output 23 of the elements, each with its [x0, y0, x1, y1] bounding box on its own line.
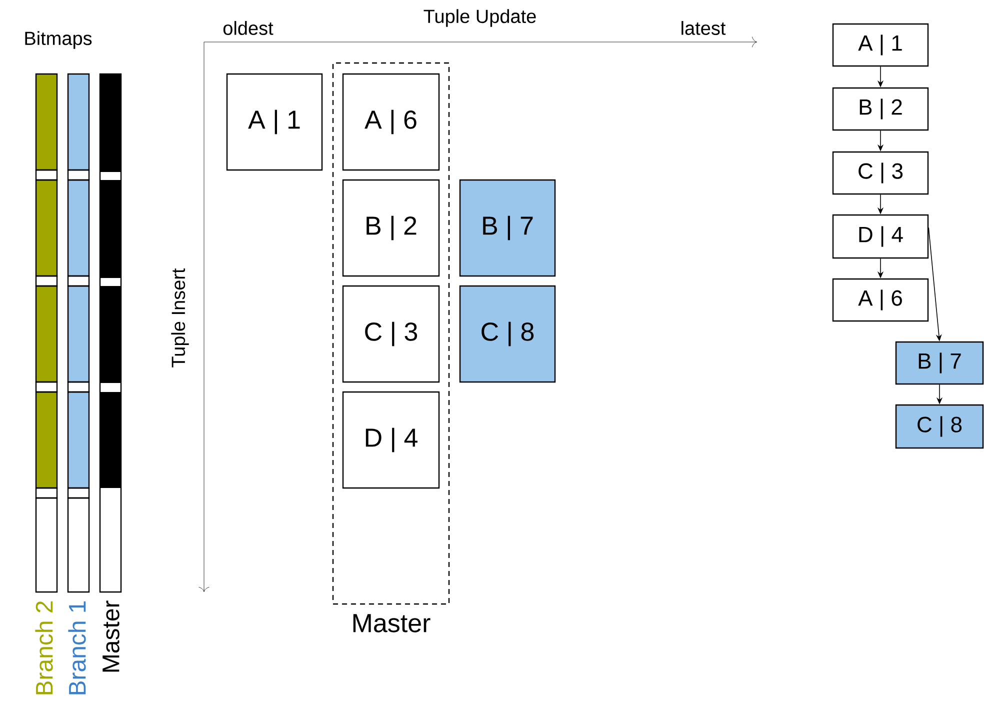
axis-label: Tuple Update — [424, 9, 536, 27]
tuple-box: B | 7 — [895, 341, 984, 385]
tuple-box: D | 4 — [342, 391, 440, 489]
tuple-box: D | 4 — [832, 214, 929, 259]
bar-label: Branch 2 — [35, 601, 53, 694]
tuple-box: A | 6 — [832, 278, 929, 322]
axis-label: oldest — [223, 21, 274, 35]
tuple-box: C | 3 — [832, 151, 929, 195]
tuple-box: A | 6 — [342, 73, 440, 171]
bar-label: Master — [102, 600, 120, 672]
tuple-box: C | 3 — [342, 285, 440, 383]
tuple-box: B | 2 — [342, 179, 440, 277]
tuple-box: B | 2 — [832, 87, 929, 131]
axis-label: Tuple Insert — [171, 268, 189, 368]
bar-label: Branch 1 — [68, 601, 86, 694]
tuple-box: A | 1 — [832, 23, 929, 67]
tuple-box: A | 1 — [226, 73, 323, 171]
tuple-box: B | 7 — [459, 179, 556, 277]
tuple-box: C | 8 — [895, 404, 984, 449]
axis-label: latest — [682, 21, 726, 35]
heading: Bitmaps — [25, 31, 92, 49]
node-label: Master — [353, 614, 430, 632]
tuple-box: C | 8 — [459, 285, 556, 383]
